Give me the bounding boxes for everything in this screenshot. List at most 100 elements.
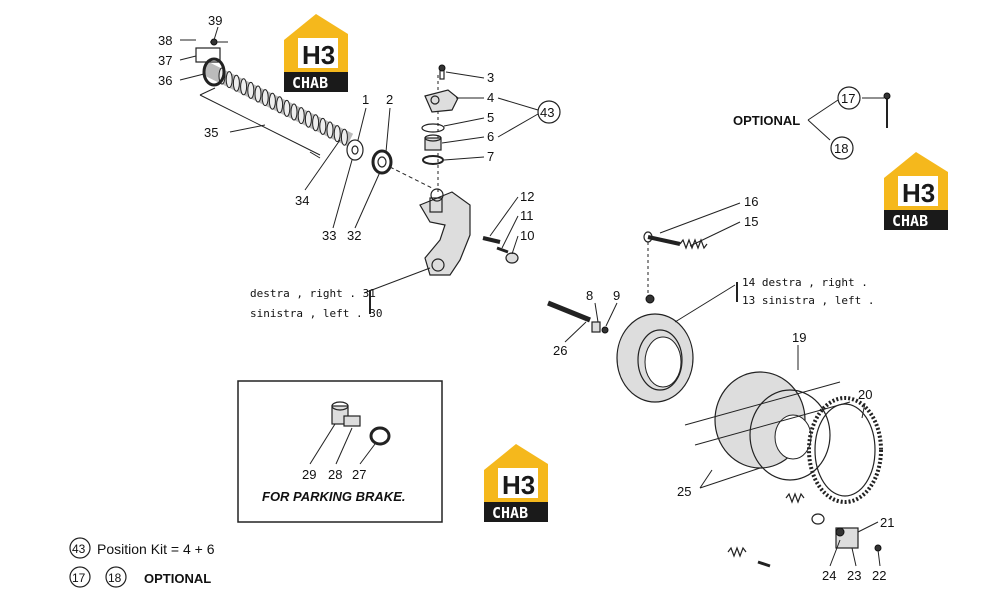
logo-mark: H3 bbox=[502, 470, 535, 500]
label-35: 35 bbox=[204, 125, 218, 140]
brand-logo: H3 CHAB bbox=[484, 444, 548, 522]
spline-ring bbox=[232, 74, 240, 92]
label-7: 7 bbox=[487, 149, 494, 164]
spline-ring bbox=[225, 71, 233, 89]
label-24: 24 bbox=[822, 568, 836, 583]
brand-logo: H3 CHAB bbox=[284, 14, 348, 92]
plug-10 bbox=[505, 252, 519, 264]
circled-43: 43 bbox=[540, 105, 554, 120]
parking-brake-label: FOR PARKING BRAKE. bbox=[262, 489, 405, 504]
spline-ring bbox=[319, 117, 327, 135]
label-4: 4 bbox=[487, 90, 494, 105]
brake-housing-19 bbox=[684, 371, 851, 481]
brake-camshaft bbox=[195, 38, 354, 147]
brand-logo: H3 CHAB bbox=[884, 152, 948, 230]
label-5: 5 bbox=[487, 110, 494, 125]
legend-opt-a: 17 bbox=[72, 571, 86, 585]
caliper-21-23 bbox=[835, 527, 882, 552]
circled-18: 18 bbox=[834, 141, 848, 156]
spline-ring bbox=[247, 81, 255, 99]
parking-brake-inset bbox=[237, 380, 443, 523]
spline-ring bbox=[326, 121, 334, 139]
label-20: 20 bbox=[858, 387, 872, 402]
washer-7 bbox=[422, 155, 444, 165]
spline-ring bbox=[312, 114, 320, 132]
logo-text: CHAB bbox=[292, 74, 328, 92]
circled-17: 17 bbox=[841, 91, 855, 106]
label-8: 8 bbox=[586, 288, 593, 303]
spline-ring bbox=[254, 85, 262, 103]
spring-bottom bbox=[727, 546, 771, 568]
plunger-29 bbox=[331, 401, 361, 427]
nut-8-9 bbox=[591, 321, 609, 334]
spline-ring bbox=[283, 99, 291, 117]
label-right-31: destra , right . 31 bbox=[250, 287, 376, 300]
legend-opt-b: 18 bbox=[108, 571, 122, 585]
bolt-3 bbox=[438, 64, 446, 80]
label-21: 21 bbox=[880, 515, 894, 530]
bushing-6 bbox=[424, 134, 442, 151]
ring-gear-20 bbox=[807, 396, 883, 504]
spline-ring bbox=[333, 125, 341, 143]
oring-5 bbox=[421, 123, 445, 133]
leader-lines bbox=[179, 26, 884, 567]
pin-12 bbox=[482, 236, 501, 244]
legend-kit-num: 43 bbox=[72, 542, 86, 556]
pad bbox=[811, 513, 825, 525]
legend-kit-text: Position Kit = 4 + 6 bbox=[97, 541, 215, 557]
label-37: 37 bbox=[158, 53, 172, 68]
spline-ring bbox=[304, 110, 312, 128]
spring-11 bbox=[496, 246, 509, 254]
spline-ring bbox=[240, 78, 248, 96]
brake-lever-arm bbox=[419, 188, 471, 276]
label-15: 15 bbox=[744, 214, 758, 229]
spring-small bbox=[785, 492, 805, 504]
label-12: 12 bbox=[520, 189, 534, 204]
spline-ring bbox=[261, 89, 269, 107]
logo-mark: H3 bbox=[902, 178, 935, 208]
label-33: 33 bbox=[322, 228, 336, 243]
label-left-13: 13 sinistra , left . bbox=[742, 294, 874, 307]
label-36: 36 bbox=[158, 73, 172, 88]
brake-disc-13-14 bbox=[616, 313, 694, 403]
label-27: 27 bbox=[352, 467, 366, 482]
label-39: 39 bbox=[208, 13, 222, 28]
legend: 43 Position Kit = 4 + 6 17 18 OPTIONAL bbox=[69, 537, 215, 588]
label-16: 16 bbox=[744, 194, 758, 209]
spline-ring bbox=[290, 103, 298, 121]
pull-rod-26 bbox=[547, 300, 591, 323]
optional-pin bbox=[883, 92, 891, 128]
label-19: 19 bbox=[792, 330, 806, 345]
label-3: 3 bbox=[487, 70, 494, 85]
spline-ring bbox=[268, 92, 276, 110]
bushing-32 bbox=[371, 149, 393, 175]
label-23: 23 bbox=[847, 568, 861, 583]
label-9: 9 bbox=[613, 288, 620, 303]
logo-mark: H3 bbox=[302, 40, 335, 70]
spline-ring bbox=[276, 96, 284, 114]
label-32: 32 bbox=[347, 228, 361, 243]
label-25: 25 bbox=[677, 484, 691, 499]
label-34: 34 bbox=[295, 193, 309, 208]
label-2: 2 bbox=[386, 92, 393, 107]
spline-ring bbox=[340, 128, 348, 146]
label-29: 29 bbox=[302, 467, 316, 482]
label-11: 11 bbox=[520, 208, 534, 223]
label-22: 22 bbox=[872, 568, 886, 583]
cover-4 bbox=[424, 89, 459, 113]
legend-opt-text: OPTIONAL bbox=[144, 571, 211, 586]
logo-text: CHAB bbox=[892, 212, 928, 230]
label-26: 26 bbox=[553, 343, 567, 358]
spline-ring bbox=[297, 107, 305, 125]
logo-text: CHAB bbox=[492, 504, 528, 522]
label-10: 10 bbox=[520, 228, 534, 243]
ball-marker bbox=[645, 294, 655, 304]
label-6: 6 bbox=[487, 129, 494, 144]
optional-label: OPTIONAL bbox=[733, 113, 800, 128]
ring-27 bbox=[369, 426, 391, 446]
label-1: 1 bbox=[362, 92, 369, 107]
label-left-30: sinistra , left . 30 bbox=[250, 307, 382, 320]
washer-33 bbox=[346, 139, 364, 161]
bolt-16 bbox=[643, 231, 681, 246]
label-28: 28 bbox=[328, 467, 342, 482]
